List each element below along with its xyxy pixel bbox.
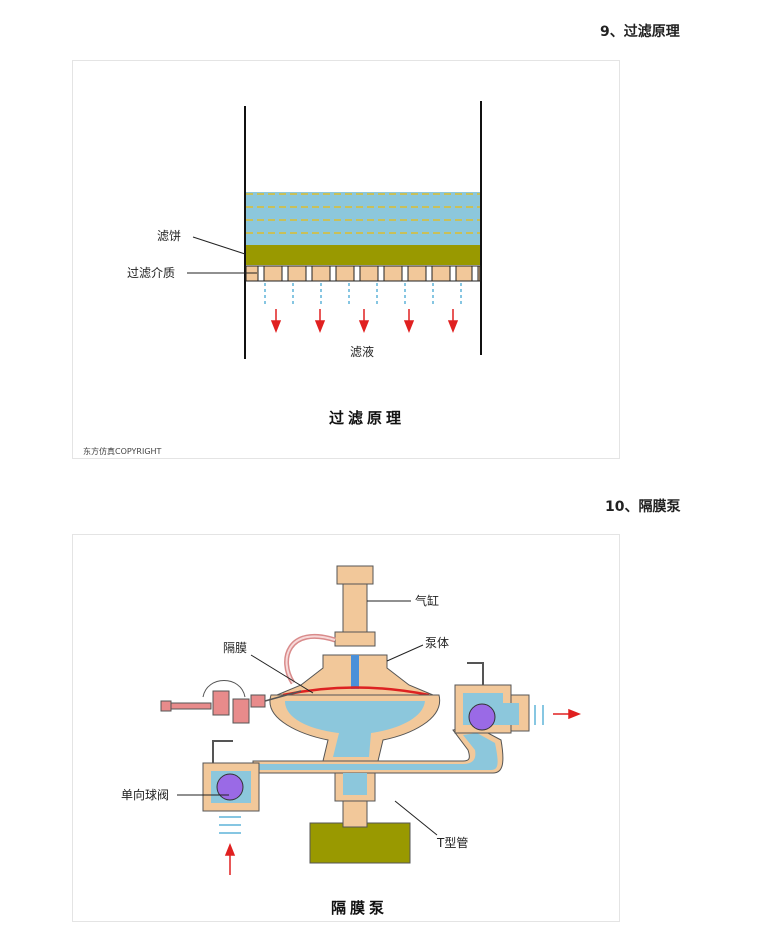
air-regulator bbox=[212, 690, 230, 716]
filtration-diagram: 滤饼 过滤介质 滤液 过滤原理 东方仿真COPYRIGHT bbox=[83, 101, 482, 456]
label-air-cylinder: 气缸 bbox=[415, 593, 439, 608]
body-leader-line bbox=[386, 644, 424, 662]
liquid-dashes bbox=[246, 193, 480, 234]
air-fitting-1 bbox=[160, 700, 172, 712]
air-filter bbox=[232, 698, 250, 724]
label-filter-cake: 滤饼 bbox=[157, 229, 181, 243]
section-heading-diaphragm-pump: 10、隔膜泵 bbox=[605, 499, 681, 515]
label-tee-pipe: T型管 bbox=[436, 835, 468, 850]
air-fitting-2 bbox=[170, 702, 212, 710]
pump-base-slot bbox=[342, 800, 368, 828]
label-check-valve: 单向球阀 bbox=[121, 787, 169, 802]
air-cylinder-base bbox=[334, 631, 376, 647]
pump-lower-liquid bbox=[285, 701, 425, 757]
copyright-text: 东方仿真COPYRIGHT bbox=[83, 446, 162, 456]
membrane-leader-line bbox=[250, 654, 314, 694]
section-heading-filtration: 9、过滤原理 bbox=[600, 24, 680, 40]
label-filtrate: 滤液 bbox=[350, 344, 374, 359]
outlet-valve-spout bbox=[467, 662, 484, 685]
piston-rod bbox=[351, 655, 359, 689]
inlet-valve-spout bbox=[212, 740, 233, 763]
outlet-spout-liquid bbox=[499, 703, 519, 725]
label-membrane: 隔膜 bbox=[223, 641, 247, 655]
cake-leader-line bbox=[192, 236, 246, 255]
outlet-check-ball bbox=[468, 703, 496, 731]
label-filter-medium: 过滤介质 bbox=[127, 266, 175, 280]
air-feed-line bbox=[264, 690, 302, 702]
air-cylinder-cap bbox=[336, 565, 374, 585]
filter-cake bbox=[246, 245, 480, 265]
filter-medium-pores bbox=[257, 265, 479, 282]
liquid-layer bbox=[246, 192, 480, 245]
inlet-flow-arrow bbox=[224, 842, 236, 875]
air-gauge-loop bbox=[202, 680, 246, 698]
tee-stem-liquid bbox=[343, 773, 367, 795]
inlet-check-ball bbox=[216, 773, 244, 801]
filtration-diagram-frame: 滤饼 过滤介质 滤液 过滤原理 东方仿真COPYRIGHT bbox=[72, 60, 620, 459]
air-cylinder-body bbox=[342, 583, 368, 633]
pump-base bbox=[309, 822, 411, 864]
diagram-title-diaphragm-pump: 隔膜泵 bbox=[331, 899, 388, 917]
filter-medium bbox=[245, 265, 481, 282]
t-pipe-liquid bbox=[253, 733, 498, 770]
outlet-liquid-lines bbox=[534, 705, 544, 725]
filtrate-drips bbox=[264, 283, 462, 307]
diagram-title-filtration: 过滤原理 bbox=[329, 409, 405, 427]
inlet-liquid-lines bbox=[219, 816, 241, 834]
air-fitting-3 bbox=[250, 694, 266, 708]
outlet-flow-arrow bbox=[553, 708, 582, 720]
filtrate-flow-arrows bbox=[270, 309, 459, 334]
t-pipe bbox=[252, 724, 504, 774]
diaphragm-pump-diagram-frame: 气缸 隔膜 泵体 单向球阀 T型管 隔膜泵 bbox=[72, 534, 620, 922]
diaphragm-pump-diagram: 气缸 隔膜 泵体 单向球阀 T型管 隔膜泵 bbox=[121, 565, 582, 917]
air-tube-inner bbox=[285, 635, 336, 684]
tee-leader-line bbox=[394, 800, 438, 836]
label-pump-body: 泵体 bbox=[425, 636, 449, 650]
